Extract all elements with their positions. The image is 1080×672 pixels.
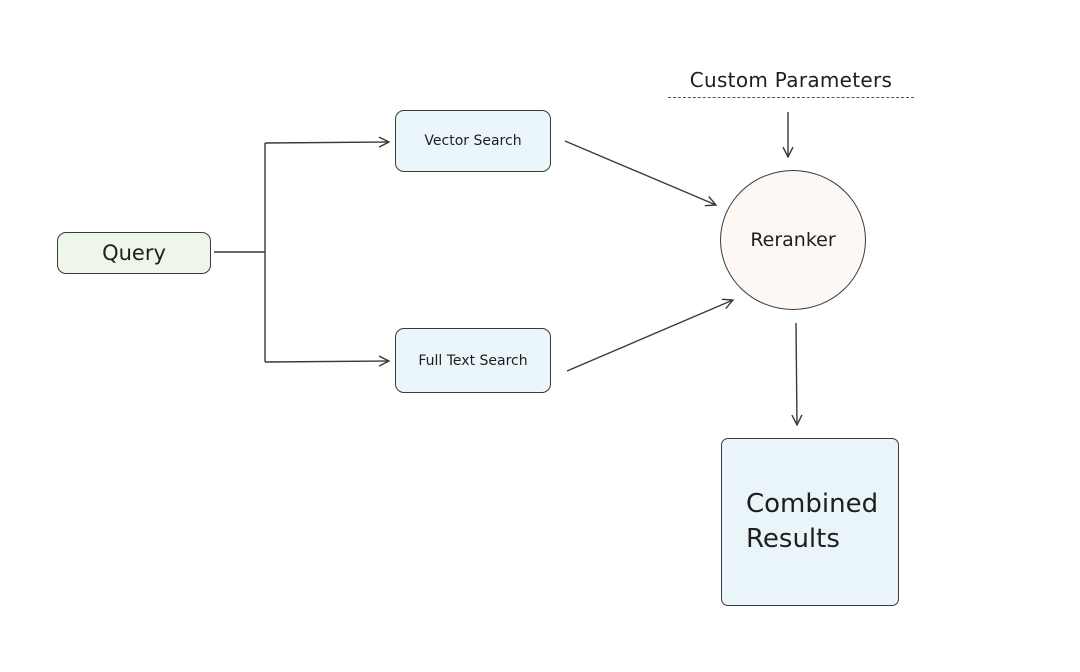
full-text-search-node: Full Text Search [395,328,551,393]
combined-results-line2: Results [746,524,840,554]
combined-results-line1: Combined [746,488,879,519]
combined-results-node: Combined Results [721,438,899,606]
arrow-to-vector-search [264,142,389,143]
vector-search-label: Vector Search [424,133,522,149]
arrow-fulltext-to-reranker [566,300,733,372]
arrow-to-full-text-search [264,361,389,362]
combined-results-label: Combined Results [746,487,878,557]
full-text-search-label: Full Text Search [418,352,528,369]
custom-parameters-label: Custom Parameters [668,68,914,98]
reranker-node: Reranker [720,170,866,310]
arrow-vector-to-reranker [564,140,716,205]
query-label: Query [102,241,166,265]
reranker-label: Reranker [750,229,836,251]
query-node: Query [57,232,211,274]
arrow-reranker-to-results [796,322,797,425]
vector-search-node: Vector Search [395,110,551,172]
